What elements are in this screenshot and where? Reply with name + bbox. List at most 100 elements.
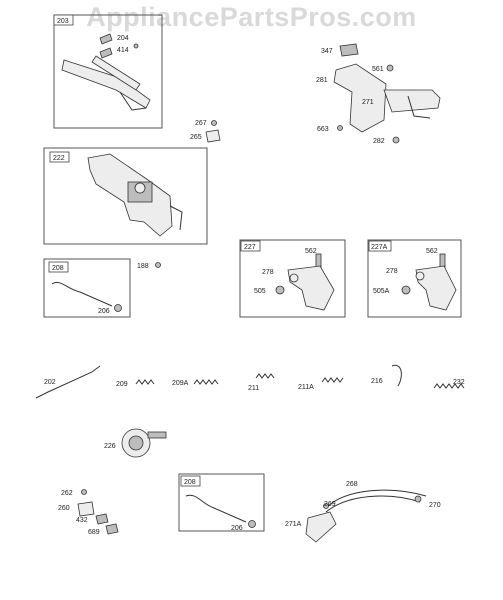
callout-347: 347 bbox=[321, 48, 333, 55]
group-208-upper: 208 206 bbox=[43, 258, 131, 318]
part-209a-spring bbox=[193, 379, 219, 385]
callout-269: 269 bbox=[324, 501, 336, 508]
part-414-clip bbox=[99, 47, 113, 59]
callout-282: 282 bbox=[373, 138, 385, 145]
watermark: AppliancePartsPros.com bbox=[86, 2, 417, 32]
part-232-spring bbox=[433, 383, 465, 389]
callout-211a: 211A bbox=[298, 384, 314, 391]
part-188-screw bbox=[155, 262, 161, 268]
group-203: 203 204 414 bbox=[53, 14, 163, 129]
group-227-tag: 227 bbox=[244, 244, 256, 251]
part-268-cable-jacket bbox=[325, 495, 421, 513]
part-204-clip bbox=[99, 33, 113, 45]
callout-561: 561 bbox=[372, 66, 384, 73]
callout-267: 267 bbox=[195, 120, 207, 127]
part-226-knob-face bbox=[128, 435, 144, 451]
part-203-bracket bbox=[119, 91, 147, 111]
callout-265: 265 bbox=[190, 134, 202, 141]
part-265-clip bbox=[205, 129, 221, 143]
part-269-screw bbox=[323, 503, 329, 509]
group-208-upper-frame bbox=[43, 258, 131, 318]
part-347-cap bbox=[339, 43, 359, 57]
part-278-washer-b bbox=[415, 271, 425, 281]
callout-271a: 271A bbox=[285, 521, 302, 528]
callout-216: 216 bbox=[371, 378, 383, 385]
group-203-tag-box bbox=[53, 14, 74, 26]
callout-505: 505 bbox=[254, 288, 266, 295]
group-208-upper-tag-box bbox=[48, 261, 69, 273]
callout-271: 271 bbox=[362, 99, 374, 106]
part-222-tab bbox=[169, 205, 183, 231]
parts-267-265: 267 265 bbox=[190, 120, 221, 143]
callout-414: 414 bbox=[117, 47, 129, 54]
springs-row: 202 209 209A 211 211A 216 232 bbox=[35, 364, 465, 399]
group-227: 227 562 278 505 bbox=[239, 239, 346, 318]
part-203-lever-arm bbox=[91, 55, 141, 91]
callout-209: 209 bbox=[116, 381, 128, 388]
callout-562-a: 562 bbox=[305, 248, 317, 255]
group-227a-tag-box bbox=[368, 240, 392, 252]
callout-206-lower: 206 bbox=[231, 525, 243, 532]
part-271a-lever bbox=[305, 511, 337, 543]
callout-663: 663 bbox=[317, 126, 329, 133]
part-227-lever bbox=[287, 265, 335, 311]
callout-260: 260 bbox=[58, 505, 70, 512]
callout-202: 202 bbox=[44, 379, 56, 386]
group-227-tag-box bbox=[240, 240, 261, 252]
callout-211: 211 bbox=[248, 385, 259, 392]
part-689-nut bbox=[105, 523, 119, 535]
part-262-screw bbox=[81, 489, 87, 495]
part-211a-spring bbox=[321, 377, 344, 383]
part-281-bracket bbox=[333, 63, 387, 133]
callout-232: 232 bbox=[453, 379, 465, 386]
group-208-lower: 208 206 bbox=[178, 473, 265, 532]
callout-226: 226 bbox=[104, 443, 116, 450]
part-270-clip bbox=[414, 495, 422, 503]
callout-278-b: 278 bbox=[386, 268, 398, 275]
part-227a-lever bbox=[415, 265, 457, 311]
callout-281: 281 bbox=[316, 77, 328, 84]
callout-270: 270 bbox=[429, 502, 441, 509]
part-216-spring bbox=[391, 364, 402, 387]
group-222-frame bbox=[43, 147, 208, 245]
group-227-frame bbox=[239, 239, 346, 318]
part-208-link-rod bbox=[51, 281, 113, 307]
group-227a-tag: 227A bbox=[371, 244, 388, 251]
part-267-screw bbox=[211, 120, 217, 126]
callout-206-upper: 206 bbox=[98, 308, 110, 315]
part-561-nut bbox=[386, 64, 394, 72]
part-222-boss bbox=[134, 182, 146, 194]
part-271-lever bbox=[383, 89, 441, 113]
group-203-tag: 203 bbox=[57, 18, 69, 25]
group-208-upper-tag: 208 bbox=[52, 265, 64, 272]
part-203-screw bbox=[133, 43, 139, 49]
group-208-lower-frame bbox=[178, 473, 265, 532]
part-505a-nut bbox=[401, 285, 411, 295]
group-227a-frame bbox=[367, 239, 462, 318]
hardware-lower-left: 262 260 432 689 bbox=[58, 489, 119, 536]
callout-432: 432 bbox=[76, 517, 88, 524]
part-271-link bbox=[407, 95, 431, 119]
callout-268: 268 bbox=[346, 481, 358, 488]
group-222: 222 bbox=[43, 147, 208, 245]
group-208-lower-tag: 208 bbox=[184, 479, 196, 486]
part-211-spring bbox=[255, 373, 275, 379]
group-222-tag: 222 bbox=[53, 155, 65, 162]
part-206-bushing bbox=[114, 304, 122, 312]
control-assembly-top-right: 347 281 561 271 663 282 bbox=[316, 43, 441, 145]
part-208-link-rod-lower bbox=[185, 494, 247, 523]
part-268-cable bbox=[325, 489, 427, 509]
callout-188: 188 bbox=[137, 263, 149, 270]
part-206-bushing-lower bbox=[248, 520, 256, 528]
callout-278-a: 278 bbox=[262, 269, 274, 276]
group-227a: 227A 562 278 505A bbox=[367, 239, 462, 318]
callout-562-b: 562 bbox=[426, 248, 438, 255]
callout-209a: 209A bbox=[172, 380, 189, 387]
callout-505a: 505A bbox=[373, 288, 390, 295]
cable-assembly: 268 269 270 271A bbox=[285, 481, 441, 543]
callout-262: 262 bbox=[61, 490, 73, 497]
part-209-spring bbox=[135, 379, 155, 385]
part-282-screw bbox=[392, 136, 400, 144]
part-226-shaft bbox=[147, 431, 167, 439]
